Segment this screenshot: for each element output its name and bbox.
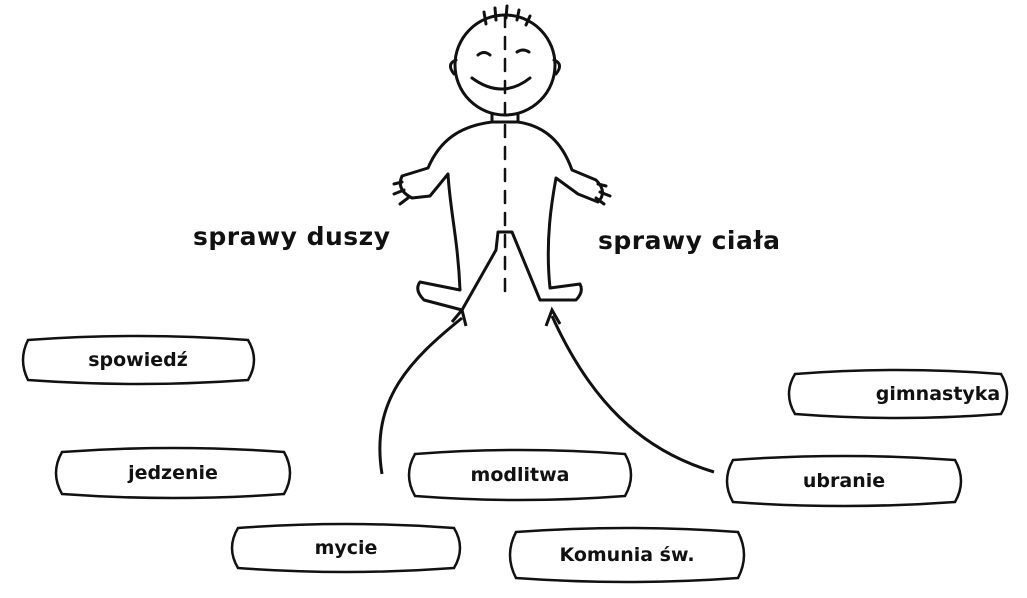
cloud-jedzenie: jedzenie (42, 442, 304, 504)
cloud-spowiedz: spowiedź (8, 330, 268, 390)
cloud-ubranie: ubranie (713, 450, 975, 512)
arrow-up-icon (544, 306, 715, 474)
cloud-label: modlitwa (470, 464, 570, 486)
child-figure-icon (392, 4, 612, 312)
cloud-shape (230, 522, 462, 574)
cloud-label: jedzenie (128, 462, 218, 484)
cloud-gimnastyka: gimnastyka (775, 364, 1021, 424)
cloud-shape (407, 448, 633, 502)
arrow-up-icon (378, 306, 468, 475)
cloud-label: spowiedź (88, 349, 188, 371)
cloud-mycie: mycie (218, 518, 474, 578)
cloud-shape (787, 368, 1009, 420)
cloud-shape (508, 526, 746, 584)
cloud-label: Komunia św. (559, 544, 695, 566)
cloud-shape (54, 446, 292, 500)
soul-matters-label: sprawy duszy (193, 222, 391, 251)
cloud-label: gimnastyka (875, 383, 1001, 405)
cloud-shape (21, 334, 256, 386)
cloud-label: mycie (314, 537, 378, 559)
body-matters-label: sprawy ciała (598, 226, 781, 255)
cloud-shape (725, 454, 963, 508)
cloud-label: ubranie (802, 470, 886, 492)
cloud-komunia: Komunia św. (496, 522, 758, 588)
cloud-modlitwa: modlitwa (395, 444, 645, 506)
